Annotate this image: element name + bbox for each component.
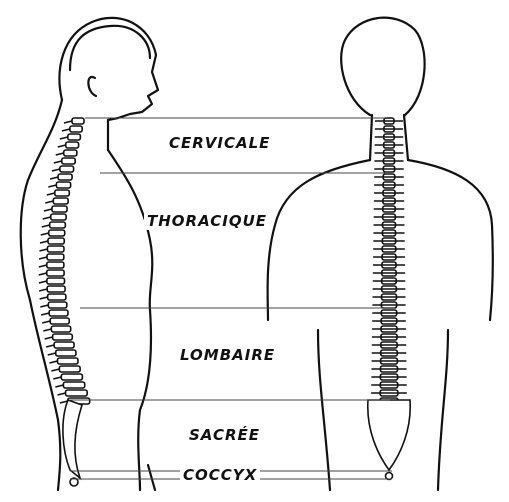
label-sacree: SACRÉE: [186, 426, 263, 444]
side-vertebra: [55, 190, 70, 196]
back-view-neck-right: [404, 115, 408, 160]
side-vertebra: [48, 238, 64, 244]
side-spinous-process: [48, 353, 56, 355]
label-coccyx: COCCYX: [180, 466, 260, 484]
side-vertebra: [47, 286, 65, 292]
side-spinous-process: [39, 273, 47, 275]
side-spinous-process: [56, 153, 64, 155]
side-spinous-process: [50, 177, 58, 179]
side-spinous-process: [45, 201, 53, 203]
side-spinous-process: [40, 297, 48, 299]
side-spinous-process: [58, 393, 66, 395]
side-vertebra: [47, 270, 64, 276]
side-spinous-process: [49, 361, 57, 363]
side-spinous-process: [55, 385, 63, 387]
back-view-right-flank: [438, 330, 448, 490]
back-view-neck-left: [370, 115, 372, 160]
side-spinous-process: [51, 369, 59, 371]
side-view-hair: [70, 26, 150, 70]
side-spinous-process: [39, 265, 47, 267]
side-spinous-process: [39, 289, 47, 291]
side-spinous-process: [39, 281, 47, 283]
side-vertebra: [47, 262, 64, 268]
side-vertebra: [47, 278, 65, 284]
back-view-spine: [371, 118, 407, 404]
side-spinous-process: [54, 161, 62, 163]
side-vertebra: [47, 254, 64, 260]
side-view-front-outline: [108, 150, 152, 490]
side-vertebra: [66, 390, 88, 396]
side-spinous-process: [58, 145, 66, 147]
side-vertebra: [48, 294, 66, 300]
side-spinous-process: [64, 121, 72, 123]
side-vertebra: [60, 166, 74, 172]
side-vertebra: [63, 382, 84, 388]
side-vertebra: [68, 134, 81, 140]
region-guide-lines: [70, 118, 395, 479]
back-view-coccyx: [386, 473, 393, 480]
side-spinous-process: [40, 241, 48, 243]
back-view-left-flank: [318, 330, 330, 490]
side-spinous-process: [40, 305, 48, 307]
side-vertebra: [51, 214, 66, 220]
side-spinous-process: [41, 233, 49, 235]
side-vertebra: [53, 198, 68, 204]
side-spinous-process: [53, 377, 61, 379]
side-view-arm: [148, 465, 155, 490]
side-spinous-process: [46, 345, 54, 347]
side-spinous-process: [47, 193, 55, 195]
side-vertebra: [59, 366, 80, 372]
side-view-spine: [39, 118, 90, 404]
back-view-sacrum: [368, 400, 410, 470]
side-spinous-process: [39, 257, 47, 259]
side-vertebra: [49, 230, 65, 236]
side-spinous-process: [48, 185, 56, 187]
side-view-sacrum: [63, 400, 82, 478]
label-cervicale: CERVICALE: [166, 134, 273, 152]
back-view-left-shoulder: [268, 160, 370, 320]
side-view-head-outline: [60, 18, 158, 120]
side-vertebra: [61, 374, 82, 380]
label-thoracique: THORACIQUE: [144, 212, 270, 230]
side-spinous-process: [62, 129, 70, 131]
label-lombaire: LOMBAIRE: [177, 346, 278, 364]
side-vertebra: [62, 158, 75, 164]
side-spinous-process: [43, 329, 51, 331]
side-vertebra: [56, 182, 70, 188]
side-spinous-process: [44, 209, 52, 211]
back-view-right-shoulder: [408, 160, 493, 320]
side-view-ear: [88, 77, 96, 96]
side-spinous-process: [43, 217, 51, 219]
side-vertebra: [72, 118, 84, 124]
side-vertebra: [57, 358, 78, 364]
side-vertebra: [50, 222, 66, 228]
side-vertebra: [56, 350, 76, 356]
side-vertebra: [47, 246, 64, 252]
back-view-head-outline: [341, 18, 424, 115]
side-vertebra: [70, 126, 82, 132]
side-vertebra: [54, 342, 74, 348]
side-spinous-process: [42, 225, 50, 227]
side-spinous-process: [42, 321, 50, 323]
side-spinous-process: [39, 249, 47, 251]
side-spinous-process: [60, 137, 68, 139]
side-vertebra: [51, 326, 70, 332]
side-vertebra: [53, 334, 73, 340]
side-vertebra: [66, 142, 79, 148]
side-vertebra: [50, 318, 69, 324]
side-spinous-process: [41, 313, 49, 315]
side-spinous-process: [52, 169, 60, 171]
side-vertebra: [49, 310, 68, 316]
side-vertebra: [64, 150, 77, 156]
side-vertebra: [48, 302, 67, 308]
side-vertebra: [52, 206, 67, 212]
side-vertebra: [58, 174, 72, 180]
side-spinous-process: [45, 337, 53, 339]
